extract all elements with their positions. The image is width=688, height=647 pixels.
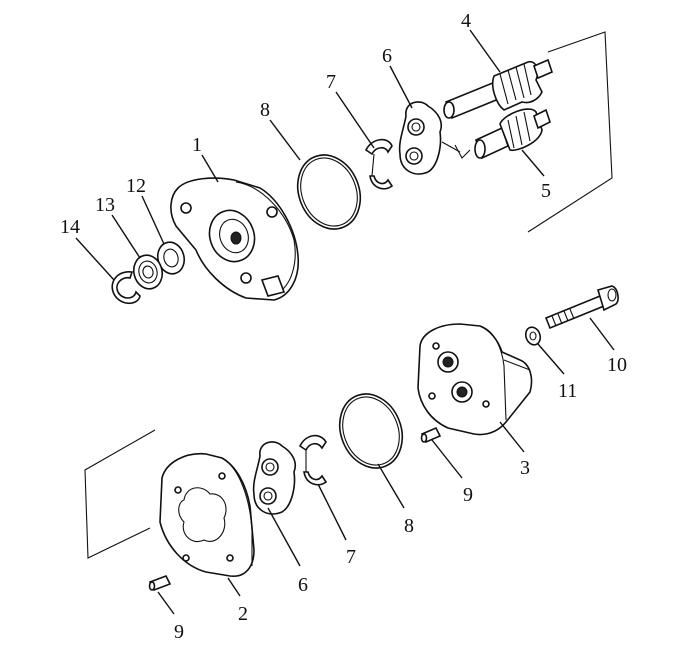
part-13-oil-seal — [132, 254, 164, 290]
part-3-rear-cover — [417, 323, 533, 436]
part-6-bushing-plate-upper — [398, 101, 443, 175]
part-11-washer — [524, 326, 542, 346]
part-2-gear-body — [159, 453, 255, 577]
part-7-backup-ring-upper — [364, 138, 394, 190]
part-14-snap-ring — [111, 271, 141, 305]
callout-11: 11 — [558, 380, 577, 402]
callout-7-upper: 7 — [326, 71, 336, 93]
callout-8-upper: 8 — [260, 99, 270, 121]
part-9-dowel-pin-lower — [148, 574, 172, 592]
part-8-o-ring-lower — [338, 393, 404, 469]
callout-4: 4 — [461, 10, 471, 32]
callout-13: 13 — [95, 194, 115, 216]
leader-lines — [75, 29, 615, 615]
callout-9-lower: 9 — [174, 621, 184, 643]
part-8-o-ring-upper — [296, 154, 362, 230]
callout-12: 12 — [126, 175, 146, 197]
part-1-front-cover — [170, 177, 299, 301]
callout-14: 14 — [60, 216, 80, 238]
callout-10: 10 — [607, 354, 627, 376]
part-10-bolt — [544, 285, 619, 330]
assembly-guide-lines — [84, 31, 613, 559]
callout-8-lower: 8 — [404, 515, 414, 537]
callout-7-lower: 7 — [346, 546, 356, 568]
part-9-dowel-pin-upper — [420, 426, 442, 444]
callout-9-upper: 9 — [463, 484, 473, 506]
callout-1: 1 — [192, 134, 202, 156]
callout-6-lower: 6 — [298, 574, 308, 596]
callout-6-upper: 6 — [382, 45, 392, 67]
part-7-backup-ring-lower — [298, 434, 328, 486]
callout-3: 3 — [520, 457, 530, 479]
callout-5: 5 — [541, 180, 551, 202]
callout-2: 2 — [238, 603, 248, 625]
part-6-bushing-plate-lower — [252, 441, 297, 515]
part-5-driven-gear — [474, 108, 551, 160]
callout-labels: 4 6 7 8 1 12 13 14 5 10 11 3 9 8 7 6 2 9 — [60, 10, 627, 643]
part-4-drive-gear-shaft — [443, 58, 553, 120]
